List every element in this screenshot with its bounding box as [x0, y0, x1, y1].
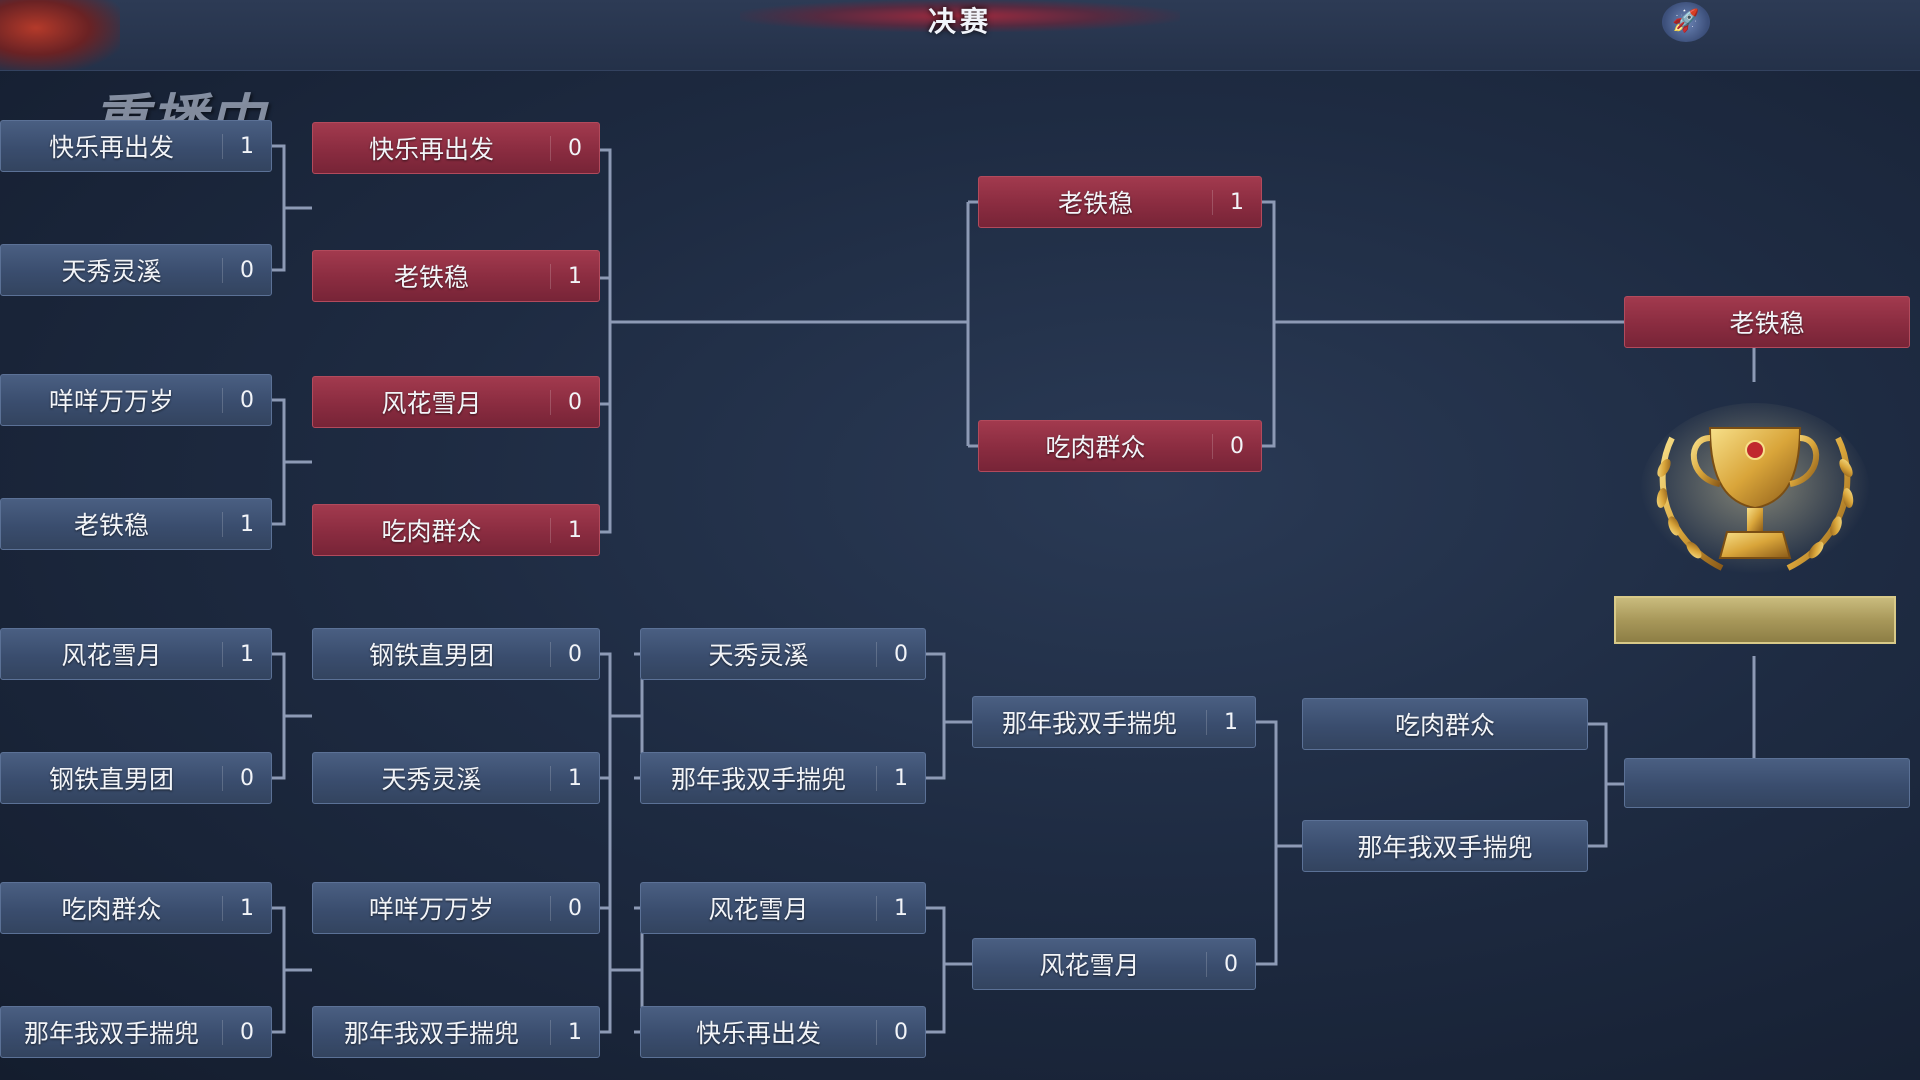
team-name: 那年我双手揣兜	[1001, 709, 1177, 738]
team-name: 快乐再出发	[368, 135, 494, 164]
losers-r2-slot-1[interactable]: 天秀灵溪 0	[640, 628, 926, 680]
team-name: 咩咩万万岁	[368, 895, 494, 924]
losers-r2-slot-2[interactable]: 那年我双手揣兜 1	[640, 752, 926, 804]
losers-r3-slot-2[interactable]: 风花雪月 0	[972, 938, 1256, 990]
r1-slot-8[interactable]: 那年我双手揣兜 0	[0, 1006, 272, 1058]
team-name: 吃肉群众	[61, 895, 162, 924]
team-name: 风花雪月	[61, 641, 162, 670]
team-score: 0	[876, 641, 925, 667]
team-score: 0	[1212, 433, 1261, 459]
losers-r2-slot-3[interactable]: 风花雪月 1	[640, 882, 926, 934]
winners-r2-slot-4[interactable]: 吃肉群众 1	[312, 504, 600, 556]
champion-name: 老铁稳	[1729, 309, 1805, 338]
team-name: 吃肉群众	[1394, 711, 1495, 740]
losers-r2-slot-4[interactable]: 快乐再出发 0	[640, 1006, 926, 1058]
team-score: 0	[550, 641, 599, 667]
r1-slot-1[interactable]: 快乐再出发 1	[0, 120, 272, 172]
team-score: 0	[222, 765, 271, 791]
title-glow	[740, 0, 1180, 32]
grand-final-slot[interactable]	[1624, 758, 1910, 808]
avatar-flare	[0, 0, 120, 70]
team-name: 钢铁直男团	[368, 641, 494, 670]
trophy-icon	[1640, 403, 1870, 583]
team-name: 天秀灵溪	[61, 257, 162, 286]
winners-r2-slot-3[interactable]: 风花雪月 0	[312, 376, 600, 428]
team-score: 0	[550, 389, 599, 415]
team-score: 1	[550, 263, 599, 289]
team-score: 1	[222, 133, 271, 159]
team-name: 老铁稳	[1057, 189, 1133, 218]
losers-r4-slot-2[interactable]: 那年我双手揣兜	[1302, 820, 1588, 872]
losers-r1-slot-4[interactable]: 那年我双手揣兜 1	[312, 1006, 600, 1058]
team-score: 1	[222, 511, 271, 537]
team-name: 那年我双手揣兜	[670, 765, 846, 794]
champion-slot[interactable]: 老铁稳	[1624, 296, 1910, 348]
team-name: 咩咩万万岁	[48, 387, 174, 416]
champion-plaque	[1614, 596, 1896, 644]
r1-slot-5[interactable]: 风花雪月 1	[0, 628, 272, 680]
team-score: 1	[876, 895, 925, 921]
team-score: 1	[550, 517, 599, 543]
r1-slot-2[interactable]: 天秀灵溪 0	[0, 244, 272, 296]
team-score: 0	[222, 1019, 271, 1045]
team-name: 那年我双手揣兜	[23, 1019, 199, 1048]
team-name: 那年我双手揣兜	[1357, 833, 1533, 862]
winners-r3-slot-1[interactable]: 老铁稳 1	[978, 176, 1262, 228]
team-score: 1	[550, 765, 599, 791]
team-score: 0	[222, 387, 271, 413]
team-score: 0	[222, 257, 271, 283]
page-title: 决赛	[927, 5, 992, 38]
team-score: 0	[876, 1019, 925, 1045]
losers-r1-slot-2[interactable]: 天秀灵溪 1	[312, 752, 600, 804]
team-name: 风花雪月	[708, 895, 809, 924]
winners-r2-slot-2[interactable]: 老铁稳 1	[312, 250, 600, 302]
losers-r1-slot-3[interactable]: 咩咩万万岁 0	[312, 882, 600, 934]
team-score: 0	[1206, 951, 1255, 977]
team-name: 吃肉群众	[381, 517, 482, 546]
team-name: 天秀灵溪	[708, 641, 809, 670]
r1-slot-4[interactable]: 老铁稳 1	[0, 498, 272, 550]
team-score: 1	[1212, 189, 1261, 215]
losers-r3-slot-1[interactable]: 那年我双手揣兜 1	[972, 696, 1256, 748]
team-score: 1	[550, 1019, 599, 1045]
team-name: 吃肉群众	[1045, 433, 1146, 462]
r1-slot-3[interactable]: 咩咩万万岁 0	[0, 374, 272, 426]
team-name: 老铁稳	[393, 263, 469, 292]
losers-r1-slot-1[interactable]: 钢铁直男团 0	[312, 628, 600, 680]
team-score: 0	[550, 135, 599, 161]
team-name: 天秀灵溪	[381, 765, 482, 794]
team-score: 0	[550, 895, 599, 921]
team-name: 风花雪月	[381, 389, 482, 418]
team-name: 快乐再出发	[695, 1019, 821, 1048]
team-score: 1	[222, 641, 271, 667]
winners-r3-slot-2[interactable]: 吃肉群众 0	[978, 420, 1262, 472]
team-name: 风花雪月	[1039, 951, 1140, 980]
winners-r2-slot-1[interactable]: 快乐再出发 0	[312, 122, 600, 174]
team-name: 那年我双手揣兜	[343, 1019, 519, 1048]
r1-slot-7[interactable]: 吃肉群众 1	[0, 882, 272, 934]
team-score: 1	[222, 895, 271, 921]
rocket-icon[interactable]: 🚀	[1662, 2, 1710, 42]
team-name: 老铁稳	[73, 511, 149, 540]
team-score: 1	[1206, 709, 1255, 735]
r1-slot-6[interactable]: 钢铁直男团 0	[0, 752, 272, 804]
team-name: 钢铁直男团	[48, 765, 174, 794]
team-name: 快乐再出发	[48, 133, 174, 162]
team-score: 1	[876, 765, 925, 791]
losers-r4-slot-1[interactable]: 吃肉群众	[1302, 698, 1588, 750]
